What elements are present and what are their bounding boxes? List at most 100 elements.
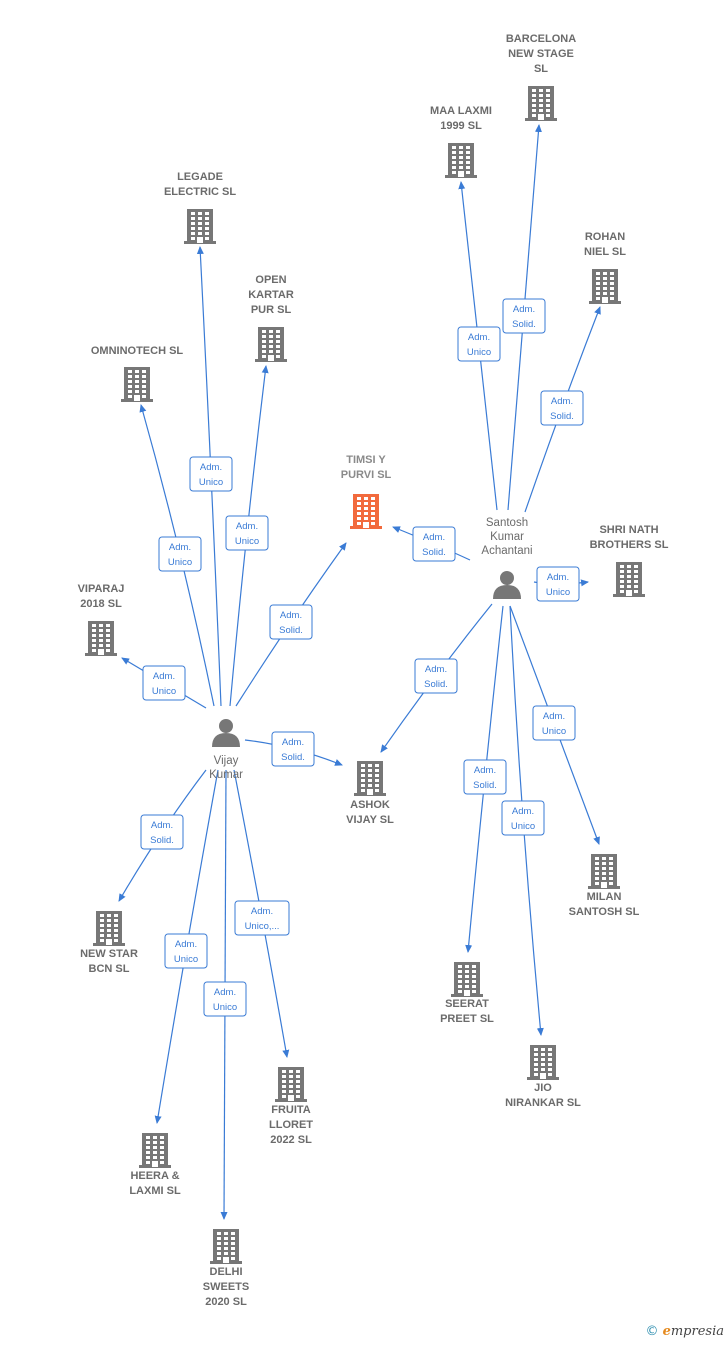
building-icon[interactable] [588, 854, 620, 889]
edge-label-text: Adm. [468, 332, 490, 343]
company-name: PUR SL [251, 304, 292, 316]
focus-building-icon[interactable] [350, 494, 382, 529]
person-icon[interactable] [493, 571, 521, 599]
company-name: 2020 SL [205, 1296, 247, 1308]
company-name: ROHAN [585, 231, 625, 243]
edge-label-text: Unico [168, 557, 192, 568]
company-name: 2022 SL [270, 1134, 312, 1146]
edge-label-text: Unico [542, 726, 566, 737]
company-name: LLORET [269, 1119, 313, 1131]
company-node-heera[interactable]: HEERA & LAXMI SL [129, 1133, 181, 1197]
edge-label-vijay-heera[interactable]: Adm.Unico [164, 933, 208, 969]
company-name: BROTHERS SL [590, 539, 669, 551]
company-name: HEERA & [130, 1170, 179, 1182]
edge-label-text: Solid. [279, 625, 303, 636]
building-icon[interactable] [210, 1229, 242, 1264]
edge-label-vijay-viparaj[interactable]: Adm. Unico [142, 665, 186, 701]
edge-label-santosh-shri[interactable]: Adm.Unico [536, 566, 580, 602]
building-icon[interactable] [121, 367, 153, 402]
company-name: OMNINOTECH SL [91, 345, 184, 357]
company-name: LAXMI SL [129, 1185, 181, 1197]
building-icon[interactable] [589, 269, 621, 304]
building-icon[interactable] [93, 911, 125, 946]
building-icon[interactable] [354, 761, 386, 796]
edge-label-text: Adm. [423, 532, 445, 543]
building-icon[interactable] [139, 1133, 171, 1168]
edge-label-santosh-milan[interactable]: Adm. Unico [532, 705, 576, 741]
edge-label-vijay-omni[interactable]: Adm. Unico [158, 536, 202, 572]
edge-label-text: Unico [467, 347, 491, 358]
company-name: SHRI NATH [599, 524, 658, 536]
edge-label-text: Adm. [153, 671, 175, 682]
company-node-omni[interactable]: OMNINOTECH SL [91, 345, 184, 402]
edge-label-text: Adm. [543, 711, 565, 722]
edge-label-text: Unico [213, 1002, 237, 1013]
edge-label-santosh-ashok[interactable]: Adm.Solid. [414, 658, 458, 694]
edge-label-text: Solid. [473, 780, 497, 791]
edge-label-vijay-legade[interactable]: Adm. Unico [189, 456, 233, 492]
company-node-shri[interactable]: SHRI NATH BROTHERS SL [590, 524, 669, 597]
person-name: Kumar [209, 769, 243, 781]
company-name: TIMSI Y [346, 454, 386, 466]
building-icon[interactable] [445, 143, 477, 178]
building-icon[interactable] [85, 621, 117, 656]
person-name: Santosh [486, 517, 528, 529]
building-icon[interactable] [275, 1067, 307, 1102]
edge-label-vijay-newstar[interactable]: Adm.Solid. [140, 814, 184, 850]
company-name: FRUITA [271, 1104, 311, 1116]
edge-label-santosh-timsi[interactable]: Adm. Solid. [412, 526, 456, 562]
building-icon[interactable] [184, 209, 216, 244]
company-node-timsi[interactable]: TIMSI Y PURVI SL [341, 454, 392, 529]
edge-label-text: Adm. [175, 939, 197, 950]
person-icon[interactable] [212, 719, 240, 747]
company-name: NIEL SL [584, 246, 626, 258]
edge-label-santosh-seerat[interactable]: Adm. Solid. [463, 759, 507, 795]
building-icon[interactable] [613, 562, 645, 597]
edge-label-vijay-ashok[interactable]: Adm.Solid. [271, 731, 315, 767]
edge-label-text: Adm. [474, 765, 496, 776]
company-name: NEW STAGE [508, 48, 574, 60]
building-icon[interactable] [451, 962, 483, 997]
company-name: NIRANKAR SL [505, 1097, 581, 1109]
edge-label-vijay-open[interactable]: Adm.Unico [225, 515, 269, 551]
edge-label-santosh-jio[interactable]: Adm.Unico [501, 800, 545, 836]
edge-label-text: Adm. [512, 806, 534, 817]
building-icon[interactable] [255, 327, 287, 362]
company-name: SANTOSH SL [569, 906, 640, 918]
edge-label-text: Unico [199, 477, 223, 488]
edge-label-text: Unico [152, 686, 176, 697]
edge-label-text: Solid. [281, 752, 305, 763]
edge-label-text: Adm. [200, 462, 222, 473]
company-node-fruita[interactable]: FRUITA LLORET 2022 SL [269, 1067, 313, 1146]
edge-label-text: Solid. [550, 411, 574, 422]
edge-label-text: Adm. [551, 396, 573, 407]
edge-label-vijay-fruita[interactable]: Adm.Unico,... [234, 900, 290, 936]
edge-label-santosh-rohan[interactable]: Adm. Solid. [540, 390, 584, 426]
edge-label-text: Adm. [547, 572, 569, 583]
edge-label-text: Solid. [422, 547, 446, 558]
edge-label-text: Adm. [169, 542, 191, 553]
brand-logo-text: mpresia [670, 1324, 724, 1339]
building-icon[interactable] [525, 86, 557, 121]
edge-label-santosh-barcelona[interactable]: Adm.Solid. [502, 298, 546, 334]
edge-label-vijay-delhi[interactable]: Adm.Unico [203, 981, 247, 1017]
company-name: VIJAY SL [346, 814, 394, 826]
company-name: PURVI SL [341, 469, 392, 481]
company-node-rohan[interactable]: ROHAN NIEL SL [584, 231, 626, 304]
edge-label-santosh-maa[interactable]: Adm. Unico [457, 326, 501, 362]
building-icon[interactable] [527, 1045, 559, 1080]
edge-label-vijay-timsi[interactable]: Adm.Solid. [269, 604, 313, 640]
